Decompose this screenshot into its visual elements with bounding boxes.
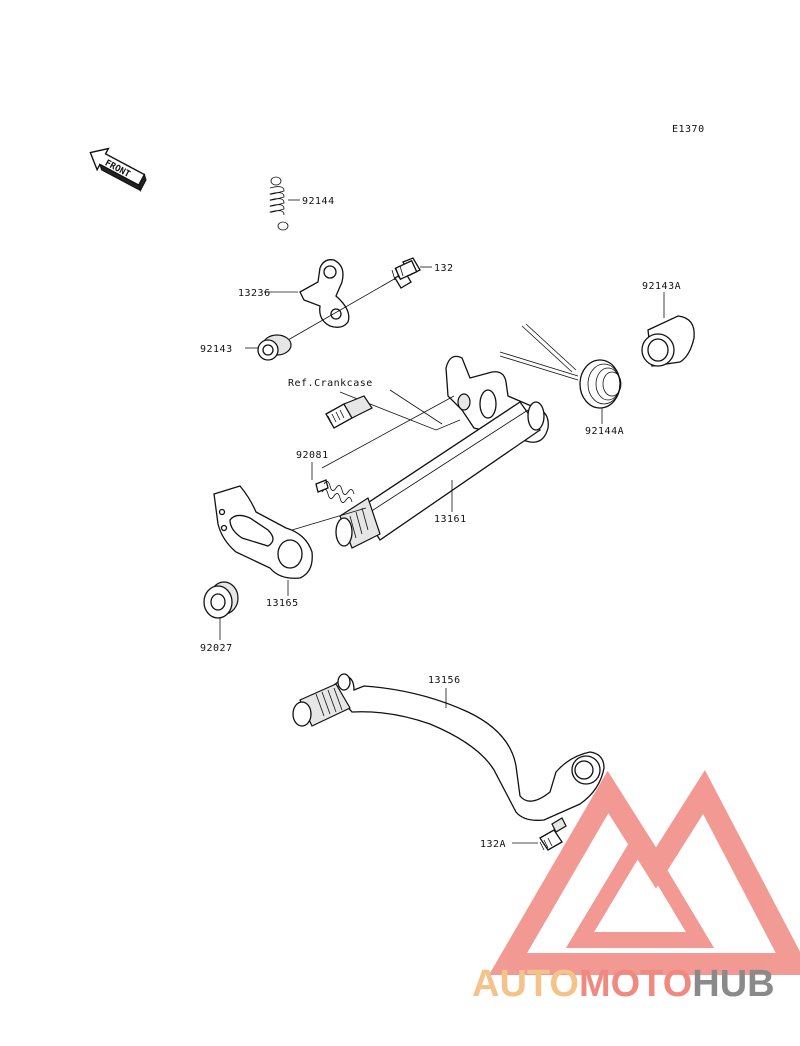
label-132: 132 [434, 263, 454, 274]
label-92081: 92081 [296, 450, 329, 461]
spring-92081 [315, 479, 355, 503]
bolt-132a [539, 817, 567, 851]
collar-92143a [641, 315, 695, 367]
seal-92027 [203, 581, 239, 619]
label-92144a: 92144A [585, 426, 624, 437]
label-13236: 13236 [238, 288, 271, 299]
watermark-logo [488, 769, 800, 975]
watermark-text: AUTOMOTOHUB [472, 963, 775, 1005]
label-13165: 13165 [266, 598, 299, 609]
label-92143a: 92143A [642, 281, 681, 292]
shaft-13161 [335, 355, 549, 549]
arm-13236 [299, 259, 350, 328]
label-92143: 92143 [200, 344, 233, 355]
spring-92144 [269, 176, 289, 231]
bolt-132 [391, 257, 421, 289]
collar-92143 [257, 334, 292, 361]
label-92144: 92144 [302, 196, 335, 207]
watermark-triangle-icon [488, 769, 800, 975]
pedal-13156 [292, 673, 605, 821]
spring-92144a [499, 323, 622, 409]
front-arrow-icon: FRONT [89, 147, 147, 192]
plate-13165 [213, 485, 313, 579]
label-132a: 132A [480, 839, 506, 850]
label-13156: 13156 [428, 675, 461, 686]
label-ref-crankcase: Ref.Crankcase [288, 378, 373, 389]
diagram-code: E1370 [672, 124, 705, 135]
stud-pin [325, 395, 373, 429]
label-92027: 92027 [200, 643, 233, 654]
label-13161: 13161 [434, 514, 467, 525]
